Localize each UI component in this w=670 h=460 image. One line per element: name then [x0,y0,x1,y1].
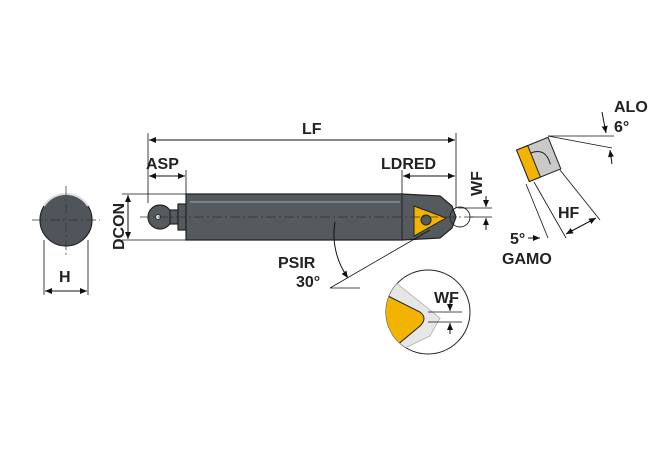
alo-angle-label: 6° [614,119,629,136]
gamo-angle-label: 5° [510,231,525,248]
insert-screw-hole [420,214,432,226]
h-label: H [59,269,71,286]
gamo-label: GAMO [502,251,552,268]
psir-arc [333,221,349,279]
ldred-label: LDRED [381,156,436,173]
wf-main-label: WF [469,171,486,196]
psir-label: PSIR [278,255,316,272]
alo-label: ALO [614,99,648,116]
insert-side-view: ALO 6° HF 5° GAMO [502,99,648,268]
gamo-line [525,183,549,239]
alo-arc-arrow [601,111,608,134]
lf-label: LF [302,121,322,138]
insert-side-curve [530,150,551,165]
ldred-dimension: LDRED [381,156,455,194]
lf-dimension: LF [147,121,457,208]
psir-angle: PSIR 30° [278,221,431,291]
asp-dimension: ASP [146,156,187,194]
hf-extension-1 [533,181,567,239]
alo-line-1 [547,135,613,149]
tool-side-view [140,193,476,241]
alo-arc-arrow-2 [608,149,614,165]
detail-wf-label: WF [434,290,459,307]
psir-angle-label: 30° [296,274,320,291]
asp-label: ASP [146,156,179,173]
insert-side-profile [515,144,542,183]
dcon-dimension: DCON [111,193,186,250]
wf-main-dimension: WF [458,171,492,230]
hf-dimension-line [565,217,597,235]
shank-end-view: H [32,186,100,295]
dcon-label: DCON [111,203,128,250]
hf-label: HF [558,205,580,222]
hf-extension-2 [559,169,601,221]
tip-detail-view: WF [385,269,471,355]
psir-reference-line [329,229,431,289]
